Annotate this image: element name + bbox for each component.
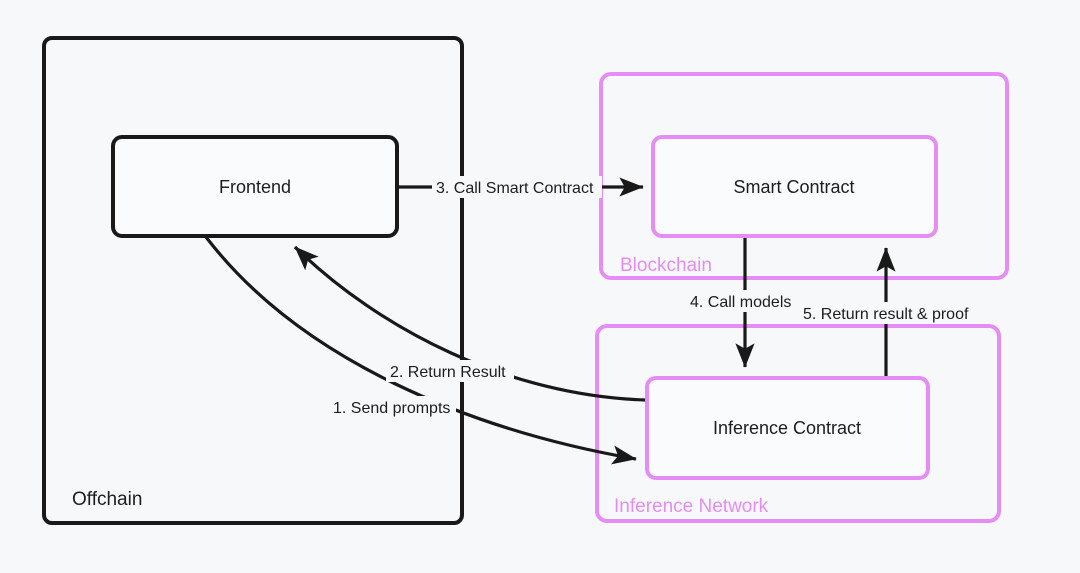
region-inference-network: Inference Network xyxy=(595,324,1001,523)
edge-label-call-models-text: 4. Call models xyxy=(690,294,791,311)
frontend-label: Frontend xyxy=(219,177,291,197)
edge-label-return-result-proof-text: 5. Return result & proof xyxy=(803,306,969,323)
edge-label-call-smart-contract-text: 3. Call Smart Contract xyxy=(436,180,594,197)
node-inference-contract[interactable]: Inference Contract xyxy=(645,376,930,480)
edge-label-call-smart-contract: 3. Call Smart Contract xyxy=(432,176,602,198)
smart-contract-box[interactable] xyxy=(651,135,938,238)
edge-return-result-curve xyxy=(293,245,647,402)
edge-send-prompts xyxy=(204,236,637,465)
edge-label-return-result-plate xyxy=(386,360,514,382)
offchain-region-border xyxy=(42,36,464,525)
edge-label-call-smart-contract-plate xyxy=(432,176,602,198)
edge-send-prompts-curve xyxy=(204,236,637,465)
region-offchain: Offchain xyxy=(42,36,464,525)
edge-label-return-result: 2. Return Result xyxy=(386,360,514,382)
inference-contract-box[interactable] xyxy=(645,376,930,480)
inference-network-region-border xyxy=(595,324,1001,523)
edge-label-return-result-proof-plate xyxy=(799,302,977,324)
edge-label-call-models: 4. Call models xyxy=(686,290,798,312)
edge-label-return-result-text: 2. Return Result xyxy=(390,364,506,381)
edge-return-result xyxy=(293,245,647,402)
node-smart-contract[interactable]: Smart Contract xyxy=(651,135,938,238)
inference-network-region-label: Inference Network xyxy=(614,496,769,517)
edge-label-send-prompts: 1. Send prompts xyxy=(329,396,456,418)
blockchain-region-label: Blockchain xyxy=(620,255,712,276)
edge-label-send-prompts-plate xyxy=(329,396,456,418)
smart-contract-label: Smart Contract xyxy=(733,177,854,197)
offchain-region-label: Offchain xyxy=(72,489,142,510)
frontend-box[interactable] xyxy=(111,135,399,238)
edge-label-send-prompts-text: 1. Send prompts xyxy=(333,400,450,417)
edge-label-return-result-proof: 5. Return result & proof xyxy=(799,302,977,324)
edge-label-call-models-plate xyxy=(686,290,798,312)
inference-contract-label: Inference Contract xyxy=(713,418,861,438)
node-frontend[interactable]: Frontend xyxy=(111,135,399,238)
